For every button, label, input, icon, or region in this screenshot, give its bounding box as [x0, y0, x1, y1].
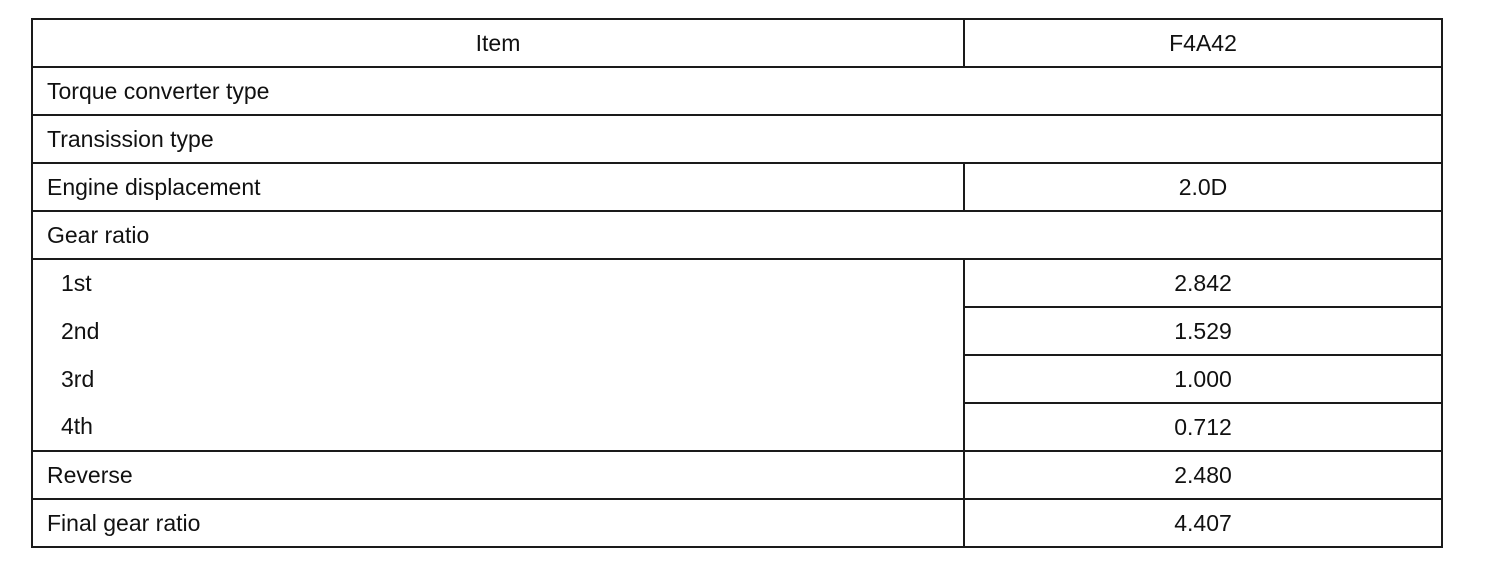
gear-label-2nd: 2nd [31, 307, 965, 355]
gear-value-2nd: 1.529 [963, 306, 1443, 356]
row-value-engine-displacement: 2.0D [963, 162, 1443, 212]
table-row: Final gear ratio 4.407 [31, 498, 1443, 548]
gear-value-4th: 0.712 [963, 402, 1443, 452]
gear-label-1st: 1st [31, 258, 965, 307]
table-row: Reverse 2.480 [31, 450, 1443, 500]
gear-label-4th: 4th [31, 403, 965, 452]
gear-row: 1st 2.842 [31, 258, 1443, 308]
header-row: Item F4A42 [31, 18, 1443, 68]
table-row: Transission type [31, 114, 1443, 164]
header-item: Item [31, 18, 965, 68]
gear-row: 2nd 1.529 [31, 306, 1443, 356]
row-label-gear-ratio: Gear ratio [31, 210, 1443, 260]
gear-row: 4th 0.712 [31, 402, 1443, 452]
row-label-torque-converter-type: Torque converter type [31, 66, 1443, 116]
table-row: Engine displacement 2.0D [31, 162, 1443, 212]
gear-label-3rd: 3rd [31, 355, 965, 403]
row-value-reverse: 2.480 [963, 450, 1443, 500]
row-label-transmission-type: Transission type [31, 114, 1443, 164]
row-value-final-gear-ratio: 4.407 [963, 498, 1443, 548]
gear-row: 3rd 1.000 [31, 354, 1443, 404]
table-row: Torque converter type [31, 66, 1443, 116]
spec-table: Item F4A42 Torque converter type Transis… [31, 18, 1443, 548]
row-label-engine-displacement: Engine displacement [31, 162, 965, 212]
gear-value-3rd: 1.000 [963, 354, 1443, 404]
header-model: F4A42 [963, 18, 1443, 68]
table-row: Gear ratio [31, 210, 1443, 260]
gear-value-1st: 2.842 [963, 258, 1443, 308]
row-label-final-gear-ratio: Final gear ratio [31, 498, 965, 548]
row-label-reverse: Reverse [31, 450, 965, 500]
